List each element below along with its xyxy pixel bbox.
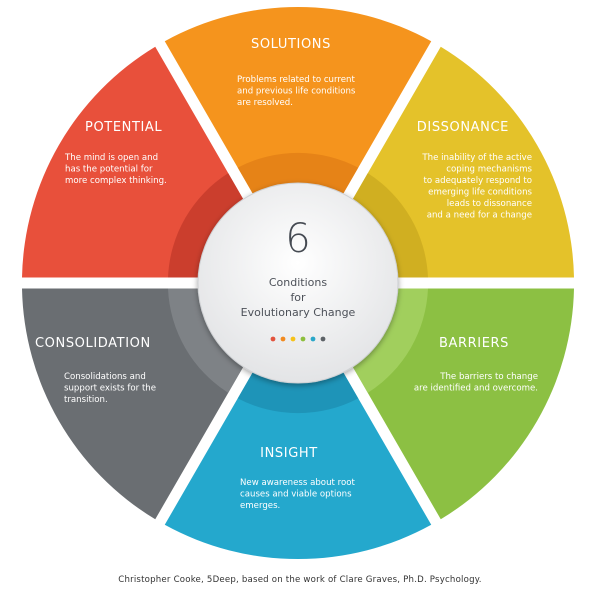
segment-dissonance-desc-line: leads to dissonance: [447, 199, 532, 209]
segment-insight-inner-ring: [237, 370, 359, 414]
segment-consolidation-desc-line: support exists for the: [64, 384, 156, 394]
color-dot: [290, 336, 296, 342]
segment-insight: INSIGHT New awareness about root causes an…: [164, 365, 432, 560]
segment-consolidation: CONSOLIDATION Consolidations and support e…: [22, 288, 248, 520]
color-dot: [310, 336, 316, 342]
center-line-1: Conditions: [269, 276, 327, 289]
center-number: 6: [285, 216, 310, 262]
segment-potential-desc-line: has the potential for: [65, 165, 153, 175]
segment-dissonance-desc-line: emerging life conditions: [428, 188, 532, 198]
color-dot: [270, 336, 276, 342]
segment-solutions-inner-ring: [237, 152, 359, 196]
segment-dissonance-desc-line: and a need for a change: [427, 211, 532, 221]
segment-dissonance-title: DISSONANCE: [417, 120, 509, 135]
segment-dissonance: DISSONANCE The inability of the active cop…: [348, 46, 574, 278]
segment-barriers-desc-line: are identified and overcome.: [414, 384, 538, 394]
segment-potential: POTENTIAL The mind is open and has the pot…: [22, 46, 248, 278]
color-dot: [320, 336, 326, 342]
color-dot: [300, 336, 306, 342]
center-hub: 6 Conditions for Evolutionary Change: [197, 182, 399, 384]
color-dots: [270, 336, 326, 342]
segment-dissonance-inner-ring: [351, 173, 428, 278]
segment-solutions-title: SOLUTIONS: [251, 37, 331, 52]
segment-solutions: SOLUTIONS Problems related to current and …: [164, 6, 432, 201]
center-line-3: Evolutionary Change: [241, 306, 356, 319]
segment-barriers-desc-line: The barriers to change: [439, 372, 538, 382]
color-dot: [280, 336, 286, 342]
center-line-2: for: [290, 291, 306, 304]
segment-dissonance-desc-line: coping mechanisms: [446, 165, 532, 175]
segment-consolidation-inner-ring: [168, 288, 245, 393]
segment-solutions-shape: [164, 6, 432, 201]
segment-barriers-title: BARRIERS: [439, 336, 509, 351]
segment-consolidation-desc-line: Consolidations and: [64, 372, 146, 382]
segment-barriers: BARRIERS The barriers to change are identi…: [348, 288, 574, 520]
segment-solutions-desc-line: Problems related to current: [237, 75, 355, 85]
segment-barriers-inner-ring: [351, 288, 428, 393]
segment-insight-title: INSIGHT: [260, 446, 318, 461]
segment-insight-shape: [164, 365, 432, 560]
segment-dissonance-desc-line: The inability of the active: [421, 153, 532, 163]
segment-consolidation-title: CONSOLIDATION: [35, 336, 151, 351]
credit-line: Christopher Cooke, 5Deep, based on the w…: [118, 575, 482, 585]
segment-potential-desc-line: The mind is open and: [64, 153, 158, 163]
segment-solutions-desc-line: and previous life conditions: [237, 87, 356, 97]
segment-potential-desc-line: more complex thinking.: [65, 176, 167, 186]
segment-insight-desc-line: emerges.: [240, 501, 280, 511]
segment-potential-inner-ring: [168, 173, 245, 278]
segment-insight-desc-line: causes and viable options: [240, 490, 352, 500]
segment-potential-title: POTENTIAL: [85, 120, 162, 135]
segment-dissonance-desc-line: to adequately respond to: [424, 176, 532, 186]
segment-insight-desc-line: New awareness about root: [240, 478, 355, 488]
segment-consolidation-desc-line: transition.: [64, 395, 108, 405]
segment-solutions-desc-line: are resolved.: [237, 98, 293, 108]
